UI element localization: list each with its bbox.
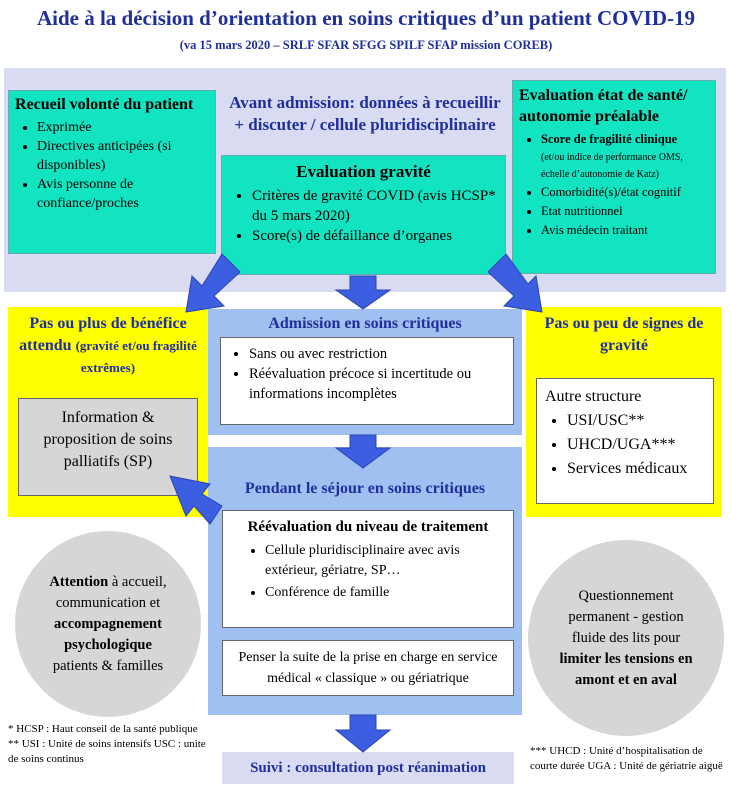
gravite-title: Evaluation gravité (296, 162, 431, 181)
attention-text: Attention à accueil, communication et ac… (29, 572, 187, 677)
page-subtitle: (va 15 mars 2020 – SRLF SFAR SFGG SPILF … (179, 38, 553, 52)
suite-box: Penser la suite de la prise en charge en… (222, 640, 514, 696)
frailty-note: (et/ou indice de performance OMS, échell… (541, 152, 683, 180)
admission-list: Sans ou avec restriction Réévaluation pr… (227, 344, 507, 404)
sejour-title: Pendant le séjour en soins critiques (244, 480, 486, 497)
list-item: Avis médecin traitant (541, 222, 709, 239)
list-item: Sans ou avec restriction (249, 344, 507, 364)
reevaluation-title: Réévaluation du niveau de traitement (247, 519, 489, 535)
list-item: Services médicaux (567, 457, 705, 481)
list-item: Etat nutritionnel (541, 203, 709, 220)
question-b: limiter les tensions en amont et en aval (559, 650, 693, 688)
footnote-usi: ** USI : Unité de soins intensifs USC : … (8, 738, 206, 765)
reevaluation-list: Cellule pluridisciplinaire avec avis ext… (231, 541, 505, 603)
etat-box: Evaluation état de santé/ autonomie préa… (512, 80, 716, 274)
list-item: Conférence de famille (265, 583, 505, 603)
footnotes-left: * HCSP : Haut conseil de la santé publiq… (8, 722, 208, 767)
recueil-title: Recueil volonté du patient (15, 96, 194, 113)
list-item: Score de fragilité clinique (et/ou indic… (541, 131, 709, 182)
soins-palliatifs-box: Information & proposition de soins palli… (18, 398, 198, 496)
frailty-title: Score de fragilité clinique (541, 132, 678, 146)
attention-c: accompagnement psychologique (54, 615, 162, 653)
avant-admission-heading: Avant admission: données à recueillir + … (212, 92, 518, 136)
etat-list: Score de fragilité clinique (et/ou indic… (519, 131, 709, 239)
recueil-list: Exprimée Directives anticipées (si dispo… (15, 118, 209, 213)
list-item: Exprimée (37, 118, 209, 137)
question-a: Questionnement permanent - gestion fluid… (568, 587, 684, 646)
admission-list-box: Sans ou avec restriction Réévaluation pr… (220, 337, 514, 425)
etat-title: Evaluation état de santé/ autonomie préa… (519, 87, 688, 125)
list-item: Score(s) de défaillance d’organes (252, 226, 497, 246)
list-item: Comorbidité(s)/état cognitif (541, 184, 709, 201)
attention-d: patients & familles (52, 657, 164, 674)
arrow-down-suivi (334, 714, 392, 753)
autre-structure-title: Autre structure (545, 388, 642, 405)
page-title: Aide à la décision d’orientation en soin… (36, 6, 696, 30)
pas-benefice-title: Pas ou plus de bénéfice attendu (gravité… (16, 313, 200, 379)
reevaluation-box: Réévaluation du niveau de traitement Cel… (222, 510, 514, 628)
attention-b: à accueil, communication et (55, 573, 167, 611)
list-item: Cellule pluridisciplinaire avec avis ext… (265, 541, 505, 581)
avant-line-1: Avant admission: données à recueillir (229, 93, 501, 112)
list-item: Réévaluation précoce si incertitude ou i… (249, 364, 507, 404)
gravite-list: Critères de gravité COVID (avis HCSP* du… (230, 186, 497, 246)
list-item: Critères de gravité COVID (avis HCSP* du… (252, 186, 497, 226)
attention-a: Attention (49, 573, 109, 590)
gravite-box: Evaluation gravité Critères de gravité C… (221, 155, 506, 275)
pas-benefice-title-b: (gravité et/ou fragilité extrêmes) (75, 338, 197, 375)
footnote-hcsp: * HCSP : Haut conseil de la santé publiq… (8, 723, 198, 735)
footnote-right: *** UHCD : Unité d’hospitalisation de co… (530, 745, 723, 772)
recueil-box: Recueil volonté du patient Exprimée Dire… (8, 90, 216, 254)
admission-title: Admission en soins critiques (268, 315, 462, 332)
list-item: Avis personne de confiance/proches (37, 175, 209, 213)
list-item: Directives anticipées (si disponibles) (37, 137, 209, 175)
list-item: UHCD/UGA*** (567, 433, 705, 457)
attention-circle: Attention à accueil, communication et ac… (15, 531, 201, 717)
suivi-box: Suivi : consultation post réanimation (222, 752, 514, 784)
list-item: USI/USC** (567, 409, 705, 433)
pas-benefice-title-a: Pas ou plus de bénéfice attendu (19, 315, 187, 354)
questionnement-text: Questionnement permanent - gestion fluid… (550, 586, 702, 691)
autre-structure-box: Autre structure USI/USC** UHCD/UGA*** Se… (536, 378, 714, 504)
questionnement-circle: Questionnement permanent - gestion fluid… (528, 540, 724, 736)
autre-structure-list: USI/USC** UHCD/UGA*** Services médicaux (545, 409, 705, 481)
avant-line-2: + discuter / cellule pluridisciplinaire (234, 115, 496, 134)
pas-signes-title: Pas ou peu de signes de gravité (544, 315, 704, 354)
